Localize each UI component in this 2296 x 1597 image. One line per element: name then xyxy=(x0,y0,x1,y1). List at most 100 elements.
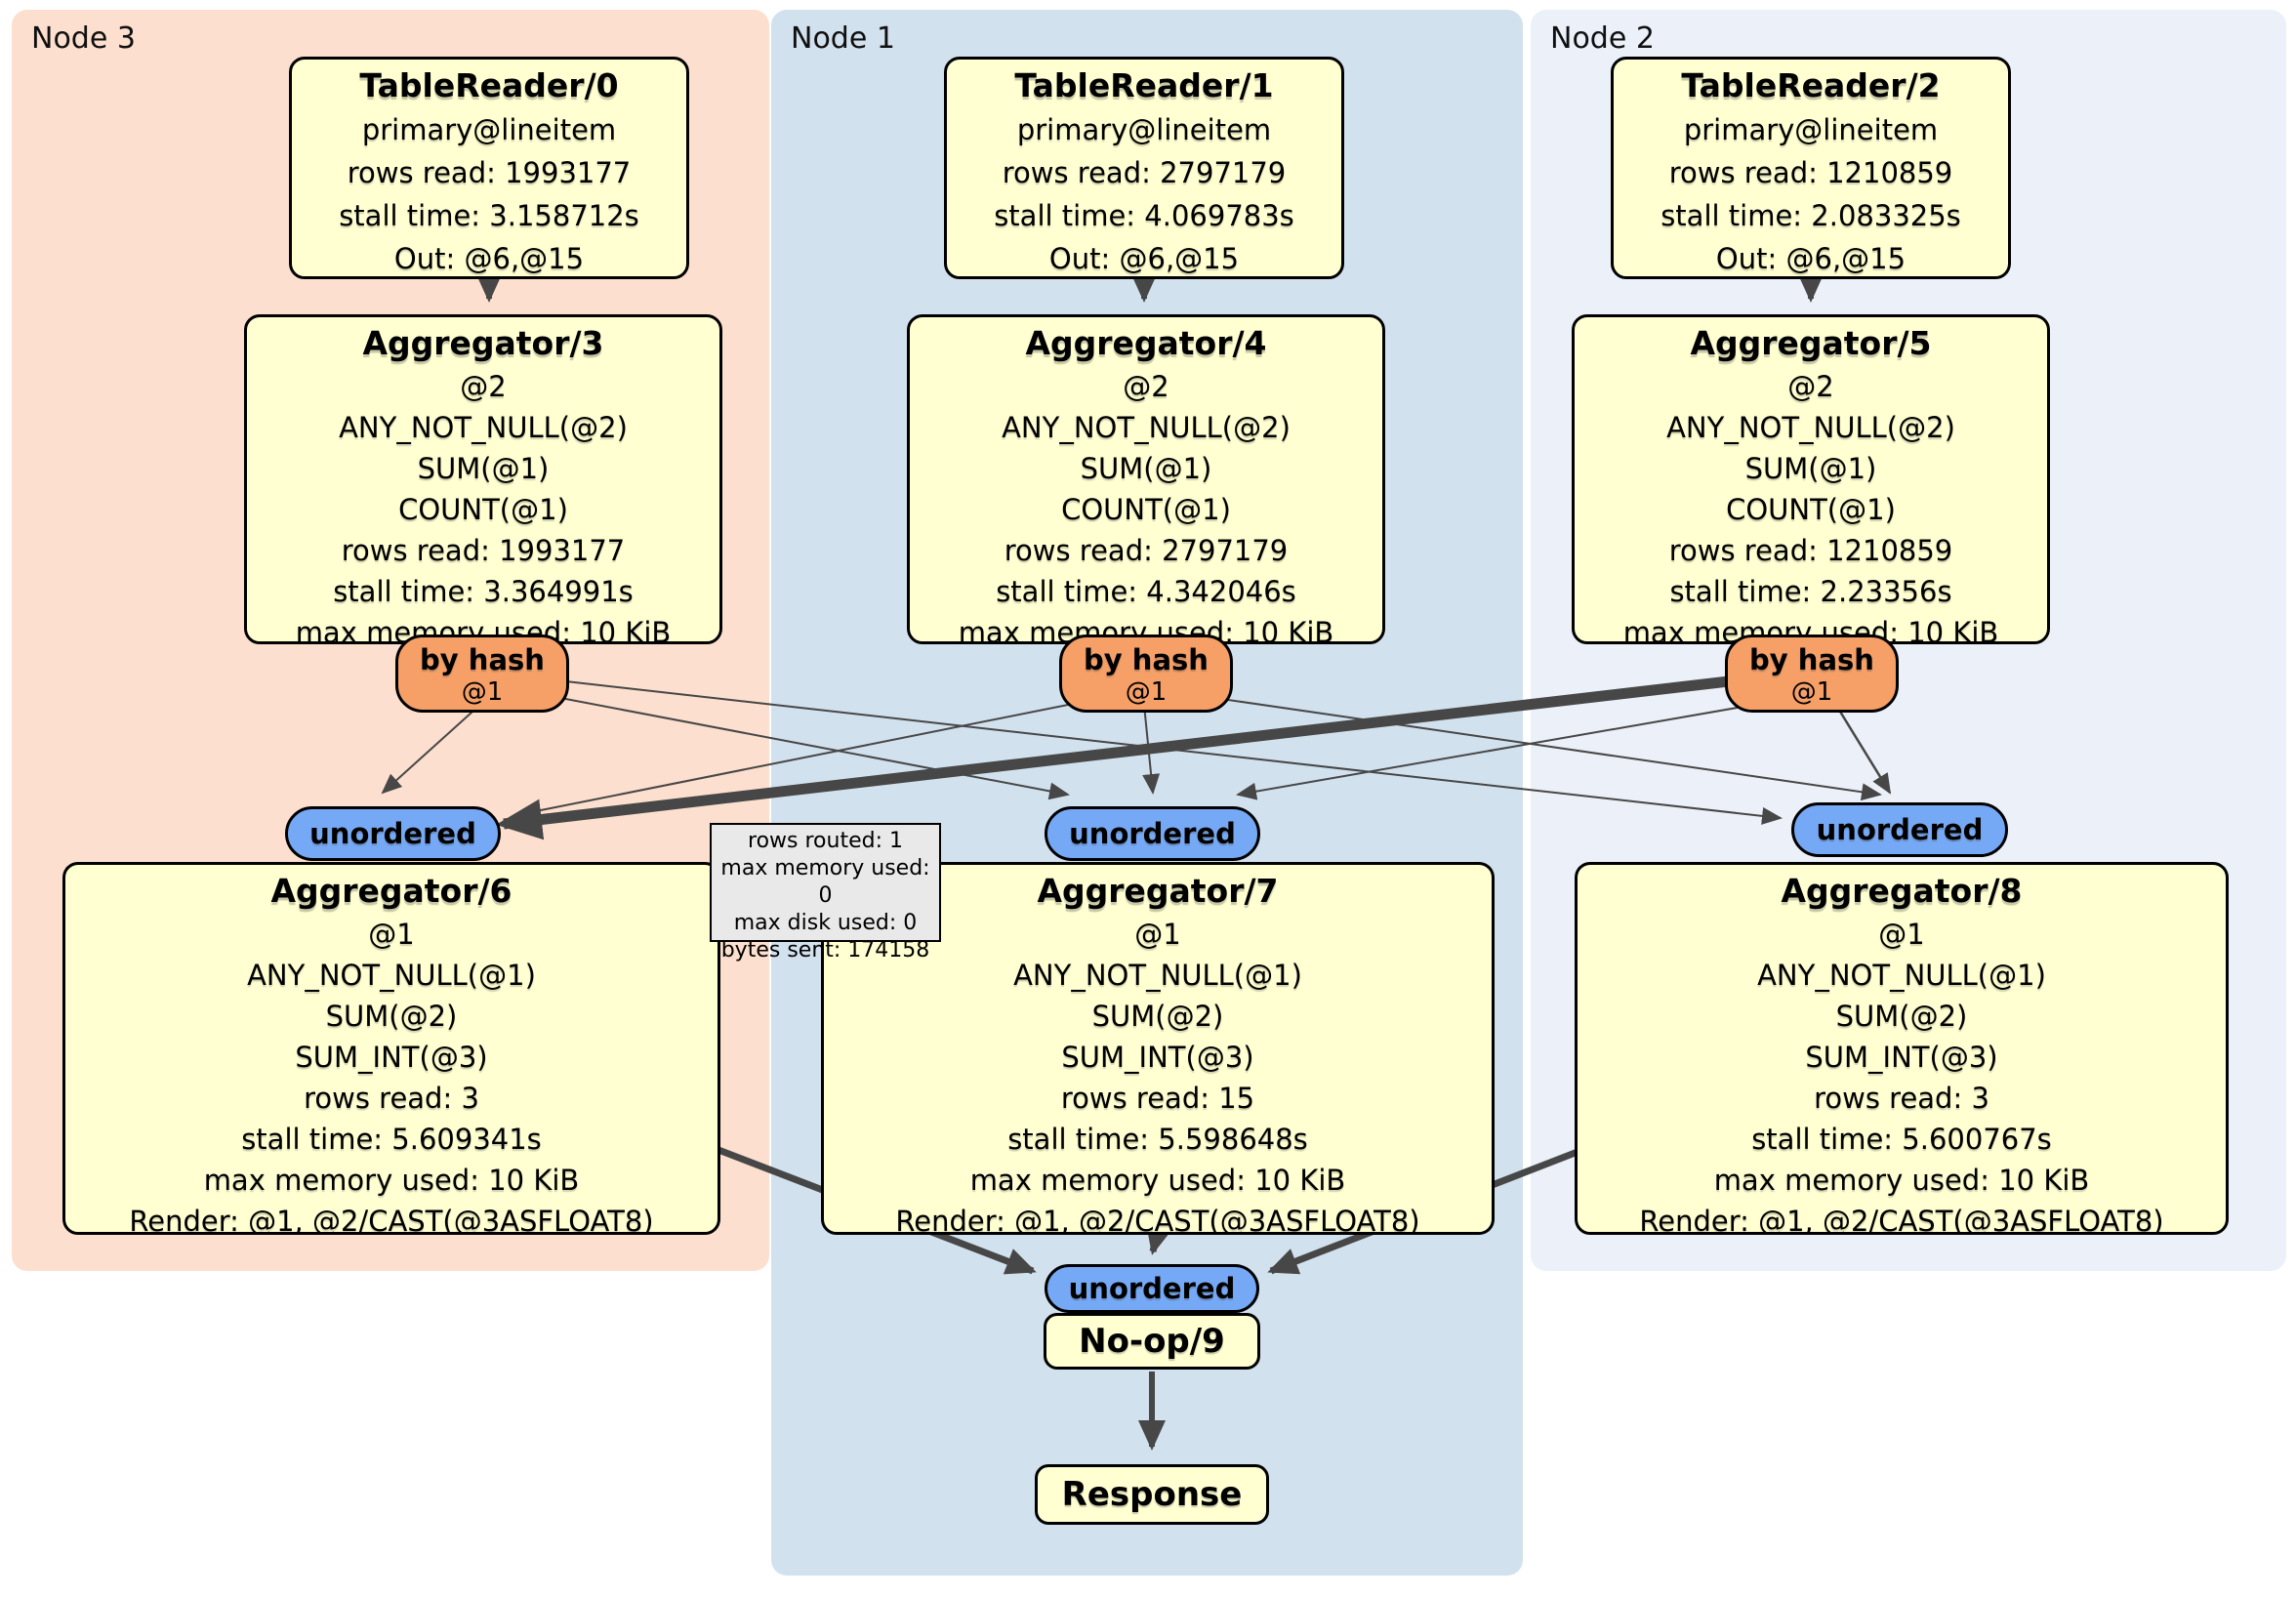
processor-title: Aggregator/5 xyxy=(1690,324,1932,362)
processor-line: SUM(@2) xyxy=(1091,1000,1224,1033)
tooltip-line: max disk used: 0 xyxy=(733,911,918,935)
processor-line: max memory used: 10 KiB xyxy=(203,1164,580,1197)
sync-unordered-node2[interactable]: unordered xyxy=(1791,802,2008,857)
processor-aggregator-3[interactable]: Aggregator/3 @2 ANY_NOT_NULL(@2) SUM(@1)… xyxy=(244,314,722,644)
processor-title: Aggregator/3 xyxy=(362,324,604,362)
processor-line: stall time: 3.364991s xyxy=(333,575,634,608)
sync-unordered-node3[interactable]: unordered xyxy=(285,806,501,861)
sync-unordered-label: unordered xyxy=(1069,817,1236,850)
processor-line: SUM(@2) xyxy=(1835,1000,1968,1033)
tooltip-line: bytes sent: 174158 xyxy=(720,938,930,962)
router-by-hash-label: by hash xyxy=(1749,643,1874,676)
processor-line: ANY_NOT_NULL(@2) xyxy=(339,411,628,444)
processor-line: rows read: 2797179 xyxy=(1002,156,1287,189)
processor-line: stall time: 5.598648s xyxy=(1007,1123,1308,1156)
tooltip-line: rows routed: 1 xyxy=(748,829,903,853)
processor-line: Render: @1, @2/CAST(@3ASFLOAT8) xyxy=(1639,1205,2164,1235)
router-by-hash-detail: @1 xyxy=(1790,677,1833,707)
processor-line: SUM_INT(@3) xyxy=(1061,1041,1254,1074)
processor-title: TableReader/0 xyxy=(359,66,619,104)
processor-line: stall time: 4.069783s xyxy=(994,199,1294,232)
processor-line: Render: @1, @2/CAST(@3ASFLOAT8) xyxy=(895,1205,1420,1235)
processor-line: Out: @6,@15 xyxy=(1048,242,1240,275)
edge-stats-tooltip: rows routed: 1 max memory used: 0 max di… xyxy=(710,823,941,962)
router-by-hash-label: by hash xyxy=(1084,643,1209,676)
processor-line: rows read: 1993177 xyxy=(341,534,626,567)
sync-unordered-node1[interactable]: unordered xyxy=(1045,806,1260,861)
processor-title: Aggregator/4 xyxy=(1025,324,1267,362)
sync-unordered-label: unordered xyxy=(1068,1272,1236,1305)
processor-line: @1 xyxy=(1878,918,1925,951)
processor-line: @1 xyxy=(1134,918,1181,951)
processor-line: ANY_NOT_NULL(@1) xyxy=(247,959,536,992)
processor-line: Out: @6,@15 xyxy=(1715,242,1906,275)
processor-tablereader-2[interactable]: TableReader/2 primary@lineitem rows read… xyxy=(1611,57,2011,279)
processor-line: COUNT(@1) xyxy=(398,493,568,526)
processor-line: @1 xyxy=(368,918,415,951)
processor-line: Render: @1, @2/CAST(@3ASFLOAT8) xyxy=(129,1205,654,1235)
processor-line: rows read: 3 xyxy=(304,1082,479,1115)
processor-title: TableReader/1 xyxy=(1014,66,1274,104)
region-node1-label: Node 1 xyxy=(791,21,895,56)
router-by-hash-detail: @1 xyxy=(461,677,504,707)
processor-line: stall time: 2.083325s xyxy=(1660,199,1961,232)
processor-tablereader-0[interactable]: TableReader/0 primary@lineitem rows read… xyxy=(289,57,689,279)
processor-aggregator-5[interactable]: Aggregator/5 @2 ANY_NOT_NULL(@2) SUM(@1)… xyxy=(1572,314,2050,644)
processor-line: ANY_NOT_NULL(@2) xyxy=(1002,411,1291,444)
router-by-hash-node1[interactable]: by hash @1 xyxy=(1059,635,1233,713)
processor-title: No-op/9 xyxy=(1079,1322,1225,1361)
processor-title: Aggregator/7 xyxy=(1037,872,1279,910)
processor-line: max memory used: 10 KiB xyxy=(1713,1164,2090,1197)
router-by-hash-detail: @1 xyxy=(1125,677,1168,707)
processor-line: SUM(@1) xyxy=(1744,452,1877,485)
processor-line: max memory used: 10 KiB xyxy=(969,1164,1346,1197)
processor-line: primary@lineitem xyxy=(1683,113,1939,146)
processor-line: COUNT(@1) xyxy=(1061,493,1231,526)
processor-line: SUM_INT(@3) xyxy=(295,1041,488,1074)
processor-line: SUM(@1) xyxy=(417,452,550,485)
processor-line: ANY_NOT_NULL(@1) xyxy=(1013,959,1302,992)
processor-line: rows read: 15 xyxy=(1060,1082,1255,1115)
processor-line: ANY_NOT_NULL(@2) xyxy=(1666,411,1955,444)
processor-line: stall time: 4.342046s xyxy=(996,575,1296,608)
processor-line: SUM_INT(@3) xyxy=(1805,1041,1998,1074)
processor-line: @2 xyxy=(1787,370,1834,403)
processor-title: Response xyxy=(1061,1475,1243,1514)
sync-unordered-label: unordered xyxy=(1816,813,1984,846)
processor-aggregator-8[interactable]: Aggregator/8 @1 ANY_NOT_NULL(@1) SUM(@2)… xyxy=(1575,862,2229,1235)
processor-line: SUM(@2) xyxy=(325,1000,458,1033)
processor-title: Aggregator/6 xyxy=(270,872,512,910)
region-node3-label: Node 3 xyxy=(31,21,136,56)
processor-line: primary@lineitem xyxy=(361,113,617,146)
processor-aggregator-6[interactable]: Aggregator/6 @1 ANY_NOT_NULL(@1) SUM(@2)… xyxy=(62,862,720,1235)
router-by-hash-node2[interactable]: by hash @1 xyxy=(1725,635,1899,713)
processor-line: SUM(@1) xyxy=(1080,452,1212,485)
router-by-hash-node3[interactable]: by hash @1 xyxy=(395,635,569,713)
sync-unordered-label: unordered xyxy=(309,817,476,850)
tooltip-line: max memory used: 0 xyxy=(720,856,930,908)
region-node2-label: Node 2 xyxy=(1550,21,1655,56)
processor-tablereader-1[interactable]: TableReader/1 primary@lineitem rows read… xyxy=(944,57,1344,279)
sync-unordered-final[interactable]: unordered xyxy=(1045,1264,1259,1313)
processor-line: rows read: 2797179 xyxy=(1004,534,1289,567)
processor-line: stall time: 5.600767s xyxy=(1751,1123,2052,1156)
processor-response[interactable]: Response xyxy=(1035,1464,1269,1525)
router-by-hash-label: by hash xyxy=(420,643,545,676)
processor-line: stall time: 2.23356s xyxy=(1669,575,1952,608)
processor-aggregator-4[interactable]: Aggregator/4 @2 ANY_NOT_NULL(@2) SUM(@1)… xyxy=(907,314,1385,644)
processor-line: stall time: 5.609341s xyxy=(241,1123,542,1156)
processor-title: TableReader/2 xyxy=(1681,66,1941,104)
processor-title: Aggregator/8 xyxy=(1781,872,2023,910)
processor-line: Out: @6,@15 xyxy=(393,242,585,275)
processor-line: stall time: 3.158712s xyxy=(339,199,639,232)
processor-line: @2 xyxy=(460,370,507,403)
processor-line: rows read: 1210859 xyxy=(1668,534,1953,567)
processor-line: rows read: 1993177 xyxy=(347,156,632,189)
processor-line: rows read: 1210859 xyxy=(1668,156,1953,189)
processor-line: @2 xyxy=(1123,370,1169,403)
processor-noop-9[interactable]: No-op/9 xyxy=(1044,1313,1260,1370)
processor-line: COUNT(@1) xyxy=(1726,493,1896,526)
processor-line: ANY_NOT_NULL(@1) xyxy=(1757,959,2046,992)
processor-line: primary@lineitem xyxy=(1016,113,1272,146)
processor-line: rows read: 3 xyxy=(1814,1082,1989,1115)
